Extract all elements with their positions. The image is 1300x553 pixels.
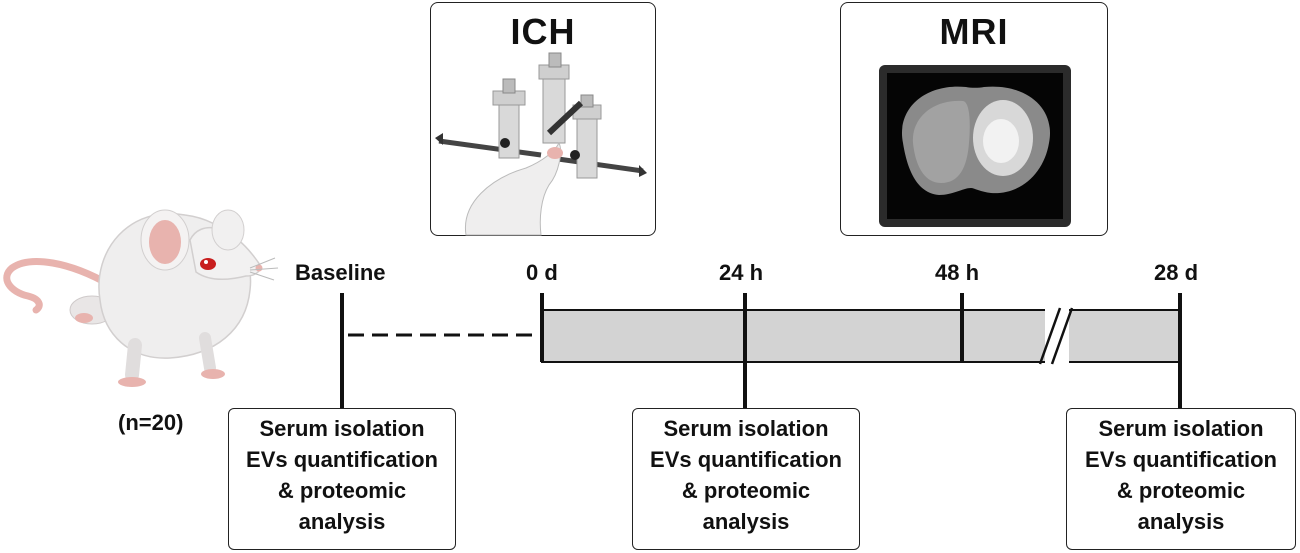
task-line: & proteomic <box>681 478 811 503</box>
timeline-bar <box>541 309 1180 363</box>
task-line: analysis <box>1137 509 1225 534</box>
timepoint-0d: 0 d <box>526 260 558 285</box>
task-line: EVs quantification <box>1085 447 1277 472</box>
task-box-baseline: Serum isolation EVs quantification & pro… <box>228 408 456 550</box>
task-box-28d: Serum isolation EVs quantification & pro… <box>1066 408 1296 550</box>
ich-panel: ICH <box>430 2 656 236</box>
task-box-24h: Serum isolation EVs quantification & pro… <box>632 408 860 550</box>
cohort-size-label: (n=20) <box>118 410 184 435</box>
task-line: Serum isolation <box>259 416 425 441</box>
task-line: & proteomic <box>277 478 407 503</box>
mri-title: MRI <box>939 11 1009 52</box>
task-line: Serum isolation <box>663 416 829 441</box>
axis-break-icon <box>1038 307 1062 365</box>
timepoint-28d: 28 d <box>1154 260 1199 285</box>
ich-title: ICH <box>510 11 576 52</box>
task-line: analysis <box>298 509 386 534</box>
mri-panel: MRI <box>840 2 1108 236</box>
timepoint-48h: 48 h <box>935 260 980 285</box>
mri-brain-icon <box>879 65 1071 227</box>
task-line: EVs quantification <box>650 447 842 472</box>
task-line: Serum isolation <box>1098 416 1264 441</box>
timepoint-24h: 24 h <box>719 260 764 285</box>
timepoint-baseline: Baseline <box>295 260 386 285</box>
task-line: analysis <box>702 509 790 534</box>
stereotaxic-frame-icon <box>435 52 647 236</box>
task-line: & proteomic <box>1116 478 1246 503</box>
task-line: EVs quantification <box>246 447 438 472</box>
